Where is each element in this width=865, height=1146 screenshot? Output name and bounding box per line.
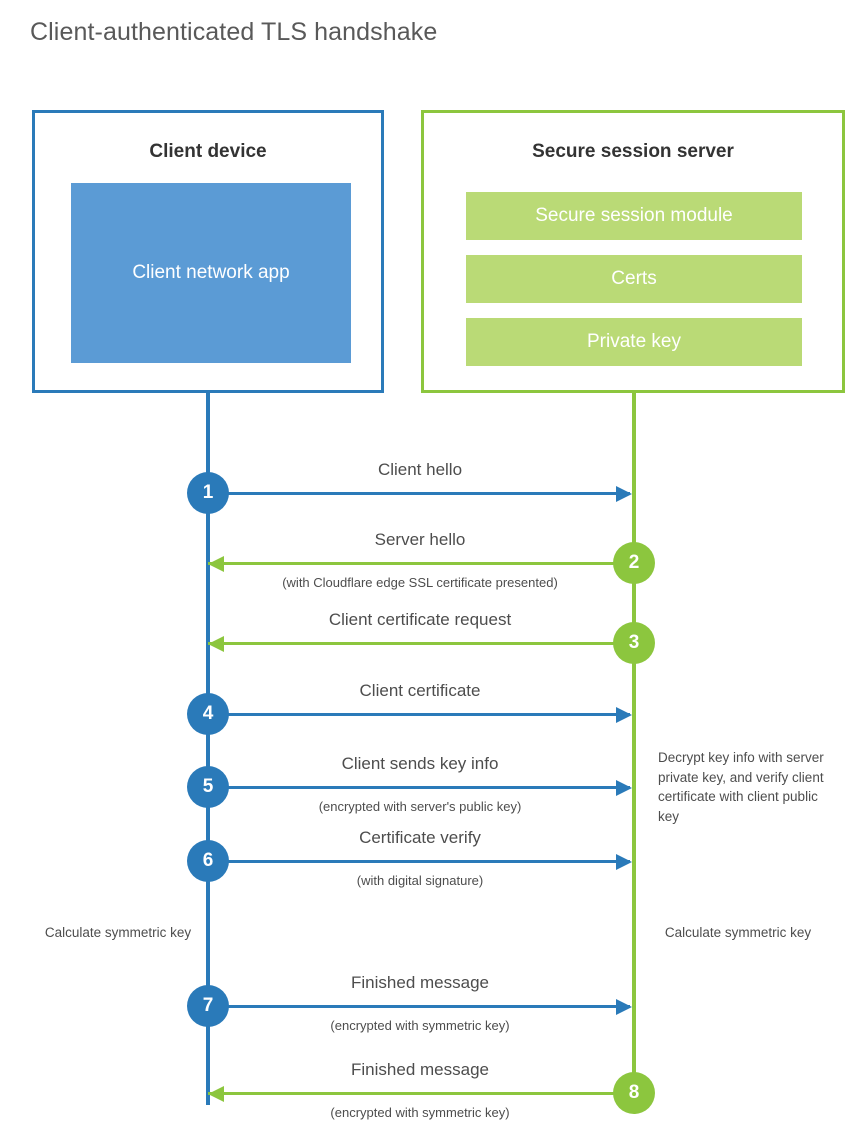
step-circle-1[interactable]: 1 — [187, 472, 229, 514]
step-circle-7[interactable]: 7 — [187, 985, 229, 1027]
message-line-3 — [208, 642, 630, 645]
page-title: Client-authenticated TLS handshake — [30, 18, 438, 46]
message-label-6: Certificate verify — [359, 828, 481, 847]
actor-title-server: Secure session server — [532, 141, 734, 162]
note-server-decrypt: Decrypt key info with server private key… — [658, 750, 824, 824]
server-block-private-key: Private key — [466, 318, 802, 366]
arrow-head-icon-6 — [616, 854, 632, 870]
message-sublabel-6: (with digital signature) — [356, 873, 484, 888]
message-label-2: Server hello — [374, 530, 466, 549]
step-circle-4[interactable]: 4 — [187, 693, 229, 735]
message-line-5 — [208, 786, 630, 789]
message-label-7: Finished message — [351, 973, 489, 992]
actor-box-server: Secure session server Secure session mod… — [421, 110, 845, 393]
arrow-head-icon-5 — [616, 780, 632, 796]
server-block-certs: Certs — [466, 255, 802, 303]
step-circle-6[interactable]: 6 — [187, 840, 229, 882]
message-label-4: Client certificate — [359, 681, 481, 700]
note-client-calculate-symmetric-key: Calculate symmetric key — [44, 925, 192, 940]
message-sublabel-2: (with Cloudflare edge SSL certificate pr… — [282, 575, 558, 590]
lifeline-server — [632, 393, 636, 1105]
message-line-2 — [208, 562, 630, 565]
message-label-1: Client hello — [377, 460, 463, 479]
actor-box-client: Client device Client network app — [32, 110, 384, 393]
message-sublabel-7: (encrypted with symmetric key) — [330, 1018, 510, 1033]
arrow-head-icon-2 — [208, 556, 224, 572]
note-server-calculate-symmetric-key: Calculate symmetric key — [664, 925, 812, 940]
message-line-7 — [208, 1005, 630, 1008]
lifeline-client — [206, 393, 210, 1105]
message-line-6 — [208, 860, 630, 863]
message-line-8 — [208, 1092, 630, 1095]
client-network-app-block: Client network app — [71, 183, 351, 363]
message-label-3: Client certificate request — [328, 610, 512, 629]
arrow-head-icon-8 — [208, 1086, 224, 1102]
arrow-head-icon-4 — [616, 707, 632, 723]
step-circle-8[interactable]: 8 — [613, 1072, 655, 1114]
message-label-5: Client sends key info — [341, 754, 499, 773]
server-block-secure-session-module: Secure session module — [466, 192, 802, 240]
arrow-head-icon-1 — [616, 486, 632, 502]
step-circle-3[interactable]: 3 — [613, 622, 655, 664]
arrow-head-icon-3 — [208, 636, 224, 652]
message-line-4 — [208, 713, 630, 716]
message-line-1 — [208, 492, 630, 495]
message-label-8: Finished message — [351, 1060, 489, 1079]
arrow-head-icon-7 — [616, 999, 632, 1015]
step-circle-5[interactable]: 5 — [187, 766, 229, 808]
message-sublabel-8: (encrypted with symmetric key) — [330, 1105, 510, 1120]
actor-title-client: Client device — [149, 141, 267, 162]
message-sublabel-5: (encrypted with server's public key) — [318, 799, 522, 814]
step-circle-2[interactable]: 2 — [613, 542, 655, 584]
